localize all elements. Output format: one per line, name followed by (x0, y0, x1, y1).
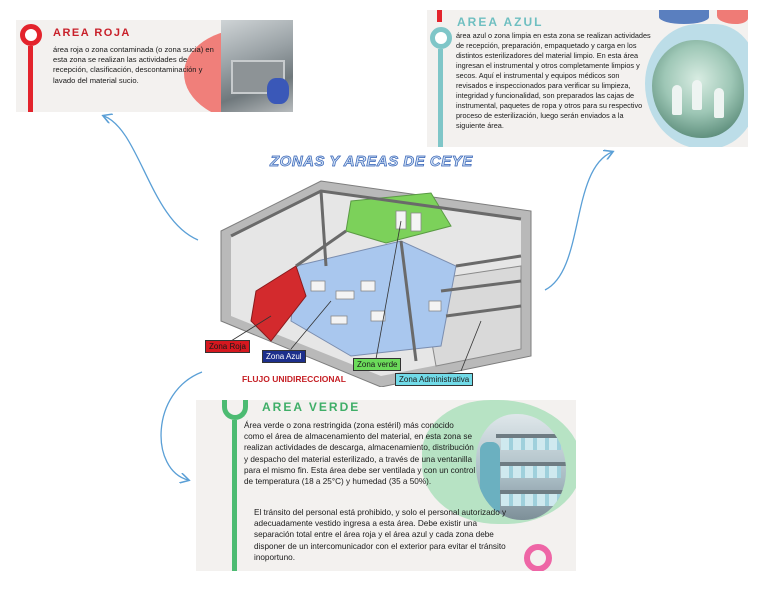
blue-area-description: área azul o zona limpia en esta zona se … (456, 31, 651, 131)
red-top-blob (717, 10, 748, 24)
pink-ring-icon (524, 544, 552, 571)
teal-timeline-bar (438, 49, 443, 147)
green-ring-icon (222, 400, 248, 420)
person-figure (672, 85, 682, 115)
shelf (496, 490, 566, 494)
flow-caption: FLUJO UNIDIRECCIONAL (242, 374, 346, 384)
glove-image (267, 78, 289, 104)
red-timeline-bar (28, 46, 33, 112)
arrow-to-green (160, 371, 203, 480)
zona-administrativa-label: Zona Administrativa (395, 373, 474, 386)
teal-ring-icon (430, 27, 452, 49)
red-area-card: AREA ROJA área roja o zona contaminada (… (16, 20, 293, 112)
red-area-description: área roja o zona contaminada (o zona suc… (53, 45, 214, 85)
blue-area-photo (652, 40, 744, 138)
blue-area-card: AREA AZUL área azul o zona limpia en est… (427, 10, 748, 147)
red-ring-icon (20, 24, 42, 46)
zona-verde-label: Zona verde (353, 358, 402, 371)
green-area-description-2: El tránsito del personal está prohibido,… (254, 508, 507, 562)
red-area-photo (221, 20, 293, 112)
shelf (496, 462, 566, 466)
sterile-packs (501, 438, 561, 450)
blue-area-title: AREA AZUL (457, 15, 544, 29)
red-area-title: AREA ROJA (53, 27, 131, 39)
shelf (496, 434, 566, 438)
blue-top-blob (659, 10, 709, 24)
ceye-floorplan-image (201, 171, 537, 387)
green-area-description: Área verde o zona restringida (zona esté… (244, 421, 476, 487)
green-timeline-bar (232, 420, 237, 571)
green-area-card: AREA VERDE Área verde o zona restringida… (196, 400, 576, 571)
arrow-to-blue (544, 152, 612, 291)
diagram-title: ZONAS Y AREAS DE CEYE (270, 153, 473, 171)
green-area-title: AREA VERDE (262, 400, 361, 414)
red-connector-bar (437, 10, 442, 22)
arrow-to-red (104, 116, 199, 241)
person-figure (714, 88, 724, 118)
zona-azul-label: Zona Azul (262, 350, 306, 363)
person-figure (692, 80, 702, 110)
sterile-packs (501, 466, 561, 478)
zona-roja-label: Zona Roja (205, 340, 250, 353)
worker-figure (480, 442, 500, 512)
sterile-packs (501, 494, 561, 506)
green-area-photo (476, 414, 566, 520)
